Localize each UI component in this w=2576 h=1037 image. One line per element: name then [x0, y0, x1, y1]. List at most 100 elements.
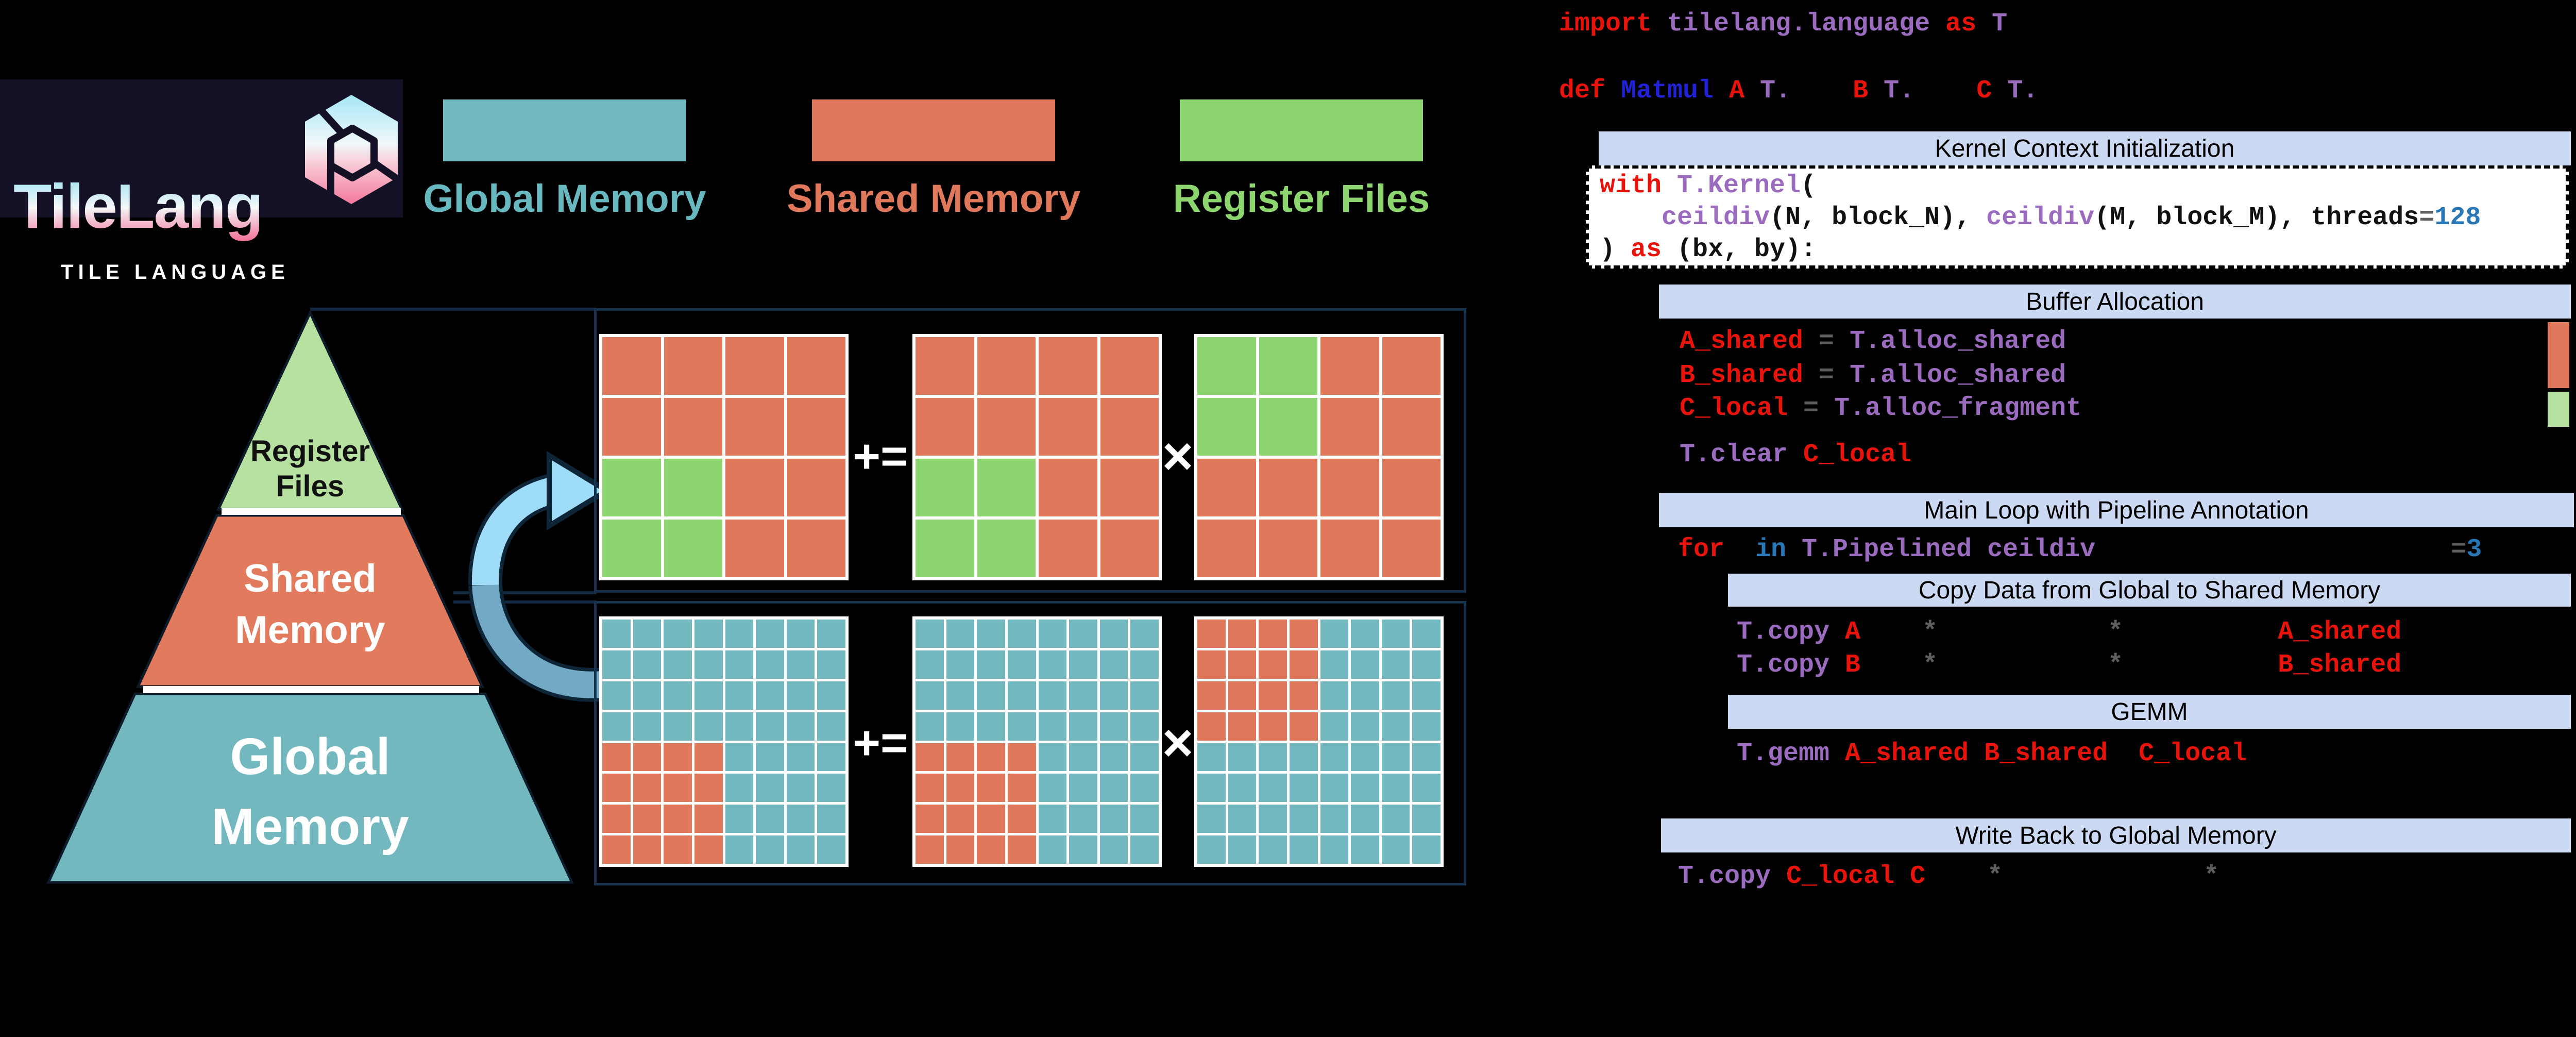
matrix-cell	[1069, 681, 1097, 710]
matrix-cell	[786, 805, 815, 833]
matrix-cell	[664, 398, 722, 456]
matrix-grid	[1194, 334, 1444, 580]
multiply-operator: ×	[1162, 426, 1194, 487]
matrix-cell	[1197, 459, 1256, 516]
pyramid-separator	[143, 686, 479, 693]
matrix-cell	[1197, 650, 1226, 679]
matrix-cell	[916, 620, 944, 648]
code-token	[1938, 617, 2108, 647]
matrix-cell	[1007, 650, 1036, 679]
code-token	[2003, 862, 2204, 891]
matrix-cell	[664, 337, 722, 395]
code-token: T.gemm	[1737, 739, 1845, 768]
code-token: T.Kernel	[1677, 171, 1801, 200]
matrix-cell	[1259, 835, 1287, 864]
matrix-cell	[694, 835, 723, 864]
kernel-context-code-box	[1586, 165, 2569, 269]
matrix-cell	[1351, 835, 1379, 864]
matrix-cell	[602, 712, 631, 741]
matrix-cell	[977, 743, 1005, 772]
tilelang-cube-icon	[305, 95, 400, 204]
code-line-8: C_local = T.alloc_fragment	[1680, 394, 2081, 424]
matrix-cell	[1069, 743, 1097, 772]
matrix-cell	[786, 835, 815, 864]
matrix-cell	[916, 337, 974, 395]
section-header-buffer: Buffer Allocation	[1659, 285, 2571, 319]
matrix-cell	[817, 835, 845, 864]
code-token: A_shared	[1845, 739, 1985, 768]
code-token: T.copy	[1737, 650, 1845, 680]
matrix-cell	[946, 774, 975, 802]
matrix-cell	[633, 774, 662, 802]
matrix-cell	[1351, 743, 1379, 772]
code-token	[2123, 617, 2278, 647]
code-token: =	[2419, 203, 2435, 232]
matrix-cell	[786, 620, 815, 648]
code-token: C_local	[1680, 394, 1804, 423]
matrix-cell	[1038, 774, 1067, 802]
matrix-cell	[977, 337, 1036, 395]
code-token: =	[1819, 327, 1850, 356]
matrix-cell	[602, 650, 631, 679]
matrix-cell	[977, 681, 1005, 710]
matrix-cell	[977, 520, 1036, 577]
code-token	[2095, 535, 2451, 564]
matrix-cell	[787, 337, 845, 395]
matrix-cell	[1099, 650, 1128, 679]
matrix-cell	[916, 774, 944, 802]
section-header-mainloop: Main Loop with Pipeline Annotation	[1659, 493, 2574, 527]
matrix-cell	[1197, 805, 1226, 833]
plus-equals-operator: +=	[853, 430, 908, 483]
section-header-copy: Copy Data from Global to Shared Memory	[1728, 574, 2571, 607]
matrix-cell	[946, 743, 975, 772]
matrix-cell	[1320, 681, 1349, 710]
matrix-cell	[786, 712, 815, 741]
matrix-cell	[1069, 620, 1097, 648]
matrix-cell	[1038, 681, 1067, 710]
section-header-kernel: Kernel Context Initialization	[1599, 131, 2571, 165]
tilelang-wordmark: TileLang	[13, 171, 263, 241]
matrix-cell	[1412, 774, 1440, 802]
code-token: =	[2451, 535, 2467, 564]
matrix-grid	[912, 334, 1162, 580]
matrix-cell	[1382, 337, 1440, 395]
matrix-cell	[1038, 835, 1067, 864]
matrix-cell	[725, 520, 784, 577]
matrix-cell	[1039, 337, 1097, 395]
code-line-2: def Matmul A T. B T. C T.	[1559, 76, 2038, 106]
code-token: T	[1992, 9, 2008, 39]
matrix-cell	[1039, 520, 1097, 577]
code-token: ceildiv	[1987, 535, 2096, 564]
code-token: 128	[2434, 203, 2481, 232]
pyramid-label-shared: Memory	[235, 608, 385, 652]
matrix-cell	[1038, 743, 1067, 772]
matrix-cell	[1099, 805, 1128, 833]
matrix-cell	[1069, 774, 1097, 802]
matrix-cell	[756, 620, 784, 648]
matrix-cell	[1228, 650, 1257, 679]
matrix-cell	[787, 398, 845, 456]
matrix-cell	[1259, 681, 1287, 710]
matrix-cell	[664, 681, 692, 710]
pyramid-separator	[222, 508, 401, 515]
section-header-gemm: GEMM	[1728, 695, 2571, 729]
matrix-cell	[1382, 459, 1440, 516]
code-token: in	[1755, 535, 1802, 564]
matrix-cell	[1289, 835, 1318, 864]
code-token: *	[1987, 862, 2003, 891]
code-line-4: ceildiv(N, block_N), ceildiv(M, block_M)…	[1600, 203, 2481, 233]
matrix-cell	[756, 650, 784, 679]
matrix-cell	[664, 835, 692, 864]
code-token: ceildiv	[1662, 203, 1770, 232]
matrix-cell	[1412, 650, 1440, 679]
matrix-cell	[786, 774, 815, 802]
buffer-marker-local	[2548, 392, 2569, 427]
matrix-cell	[787, 459, 845, 516]
matrix-cell	[1320, 712, 1349, 741]
code-line-12: T.copy B * * B_shared	[1737, 650, 2401, 680]
matrix-cell	[1259, 805, 1287, 833]
code-token	[1860, 617, 1922, 647]
matrix-cell	[602, 681, 631, 710]
matrix-cell	[1069, 805, 1097, 833]
